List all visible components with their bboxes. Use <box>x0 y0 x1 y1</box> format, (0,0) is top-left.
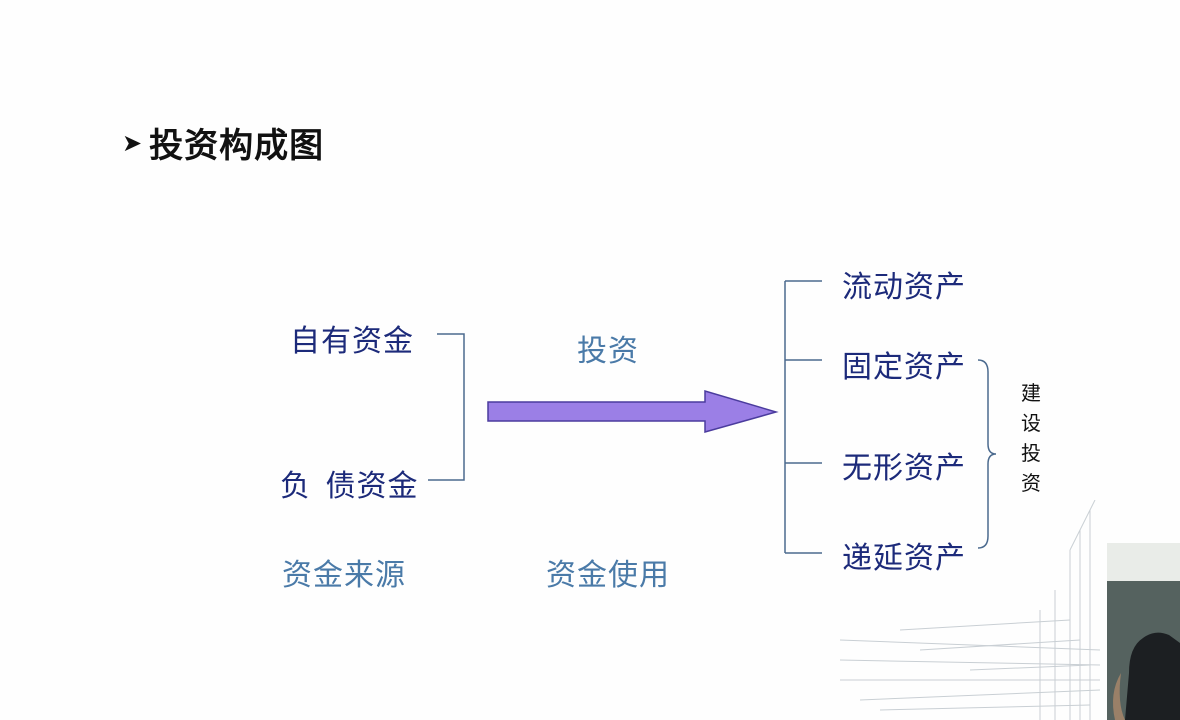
construction-brace <box>977 359 997 549</box>
own-funds-label: 自有资金 <box>290 324 414 359</box>
asset-deferred: 递延资产 <box>842 541 966 576</box>
investment-arrow <box>487 389 779 433</box>
presenter-silhouette-icon <box>1107 543 1180 720</box>
source-bracket <box>428 333 465 481</box>
building-sketch-decoration <box>840 500 1101 720</box>
asset-current: 流动资产 <box>842 270 966 305</box>
webcam-overlay <box>1107 543 1180 720</box>
slide-title-text: 投资构成图 <box>149 126 325 166</box>
debt-funds-label: 负 债资金 <box>280 469 419 504</box>
asset-fixed: 固定资产 <box>842 350 966 385</box>
construction-investment-label: 建设投资 <box>1021 381 1041 495</box>
investment-label: 投资 <box>577 334 639 369</box>
slide-title: ➤ 投资构成图 <box>122 118 324 167</box>
asset-intangible: 无形资产 <box>842 451 966 486</box>
arrow-bullet-icon: ➤ <box>122 128 144 157</box>
fund-use-caption: 资金使用 <box>546 558 670 593</box>
fund-source-caption: 资金来源 <box>282 558 406 593</box>
